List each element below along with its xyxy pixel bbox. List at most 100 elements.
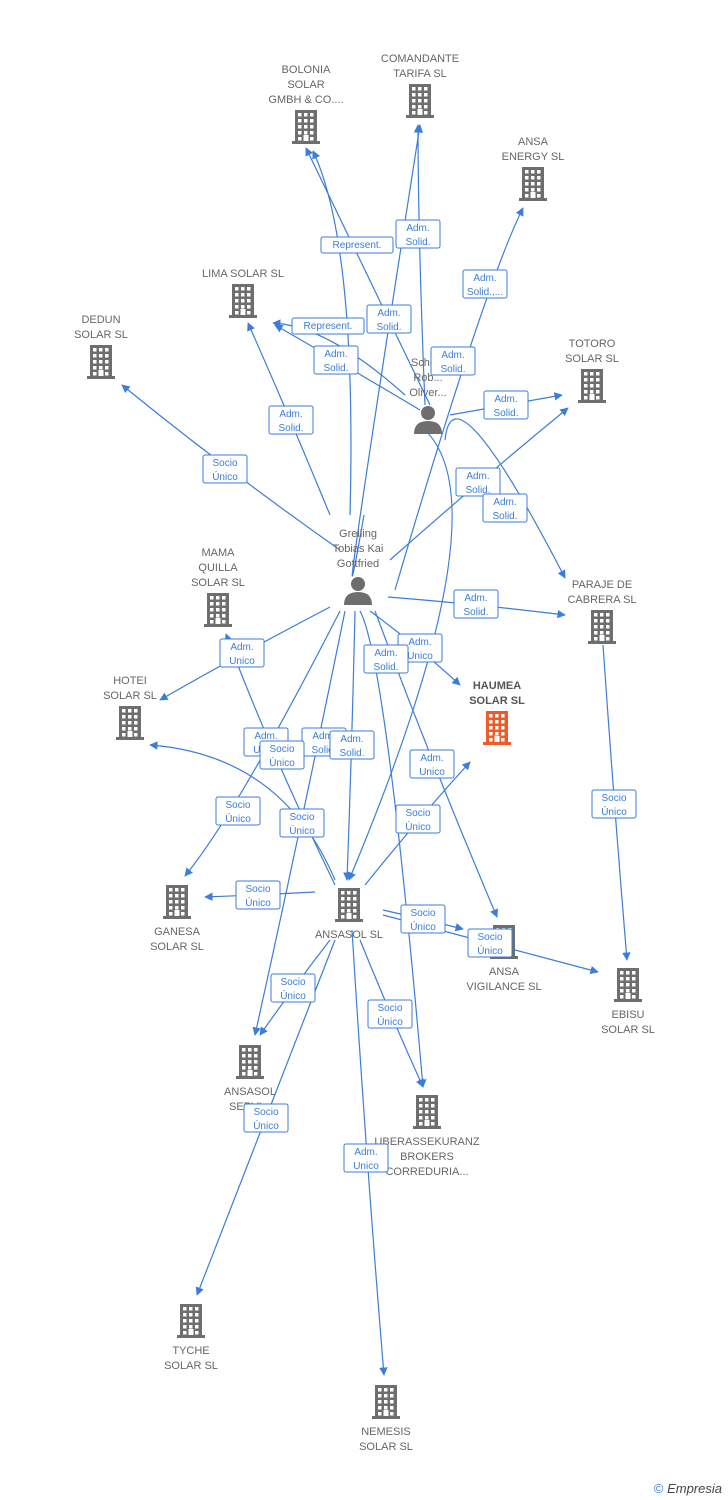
edge-label-text: Adm. [473,273,496,284]
edge-label-text: Adm. [312,731,335,742]
edge-label-text: Único [410,920,436,933]
edge-label-text: Adm. [464,593,487,604]
node-label: VIGILANCE SL [466,981,541,993]
edge-label[interactable]: Adm.Solid. [329,730,375,760]
copyright-symbol: © [653,1481,664,1496]
edge-label[interactable]: Adm.Solid. [430,346,476,376]
edge-label-text: Socio [280,977,305,988]
node-label: TYCHE [172,1345,209,1357]
edge-label-box [215,796,261,826]
edge-label-text: Unico [353,1161,379,1172]
edge-label-text: Adm. [494,394,517,405]
edge-label-text: Solid. [311,745,336,756]
edge-label-text: Socio [601,793,626,804]
node-uberassek[interactable]: UBERASSEKURANZBROKERSCORREDURIA... [374,1095,480,1178]
edge-label-text: Socio [253,1107,278,1118]
node-label: Gottfried [337,558,379,570]
edge-label-box [367,999,413,1029]
node-ansasol_serv[interactable]: ANSASOLSERVI... [224,1045,276,1113]
edge-label[interactable]: Adm. Solid. [482,493,528,523]
edge-label-text: Socio [410,908,435,919]
edge-label-box [366,304,412,334]
edge-scho-to-ansasol [348,429,453,881]
edge-label[interactable]: Adm.Unico [343,1143,389,1173]
node-lima[interactable]: LIMA SOLAR SL [202,268,284,318]
edge-label[interactable]: Adm.Solid. [313,345,359,375]
edge-label-text: Adm. [374,648,397,659]
edge-label-box [483,390,529,420]
edge-label[interactable]: Adm.Solid. [453,589,499,619]
node-label: ANSA [489,966,520,978]
edge-label-box [329,730,375,760]
node-comandante[interactable]: COMANDANTE TARIFA SL [381,53,459,118]
edge-label-text: Solid. [440,364,465,375]
edge-label[interactable]: Adm.Solid. [455,467,501,497]
edge-label-text: Adm. [408,637,431,648]
building-icon [116,706,144,740]
edge-label-box [467,928,513,958]
node-label: TARIFA SL [393,68,447,80]
edge-label-text: Adm. [493,497,516,508]
node-label: CORREDURIA... [385,1166,468,1178]
node-label: CABRERA SL [567,594,636,606]
edge-scho-to-paraje [444,418,566,579]
edge-label[interactable]: Adm.Solid. [268,405,314,435]
edge-label[interactable]: Adm.Solid.,... [462,269,508,299]
edge-label-text: Socio [477,932,502,943]
footer-brand[interactable]: © Empresia [654,1481,722,1496]
edge-label[interactable]: Adm.Solid. [366,304,412,334]
edge-label-text: Único [253,1119,279,1132]
edge-label[interactable]: Adm.Unico [219,638,265,668]
edge-label[interactable]: Represent. [320,236,394,254]
node-label: NEMESIS [361,1426,411,1438]
edge-label-text: Adm. [420,753,443,764]
edge-label-text: Socio [245,884,270,895]
edge-label[interactable]: Adm.Solid. [395,219,441,249]
edge-label-text: Solid. [323,363,348,374]
edge-greiling-to-ganesa [184,610,341,877]
edge-label-text: Solid. [492,511,517,522]
edge-label[interactable]: Represent. [291,317,365,335]
building-icon [483,711,511,745]
node-label: COMANDANTE [381,53,459,65]
edge-label[interactable]: Adm.Solid. [363,644,409,674]
node-label: GANESA [154,926,201,938]
edge-label[interactable]: Adm.Solid. [483,390,529,420]
edge-label-text: Único [269,756,295,769]
node-label: UBERASSEKURANZ [374,1136,479,1148]
node-label: EBISU [611,1009,644,1021]
node-ansasol[interactable]: ANSASOL SL [315,888,383,941]
edge-greiling-to-uberassek [359,610,427,1088]
edge-label-text: Único [245,896,271,909]
edge-labels-layer: Represent.Adm.Solid.Adm.Solid.Adm.Solid.… [202,219,637,1173]
edge-label-text: Único [405,820,431,833]
edge-label[interactable]: Adm.Unico [409,749,455,779]
edge-label-text: Adm. [466,471,489,482]
edge-label-text: Solid. [278,423,303,434]
